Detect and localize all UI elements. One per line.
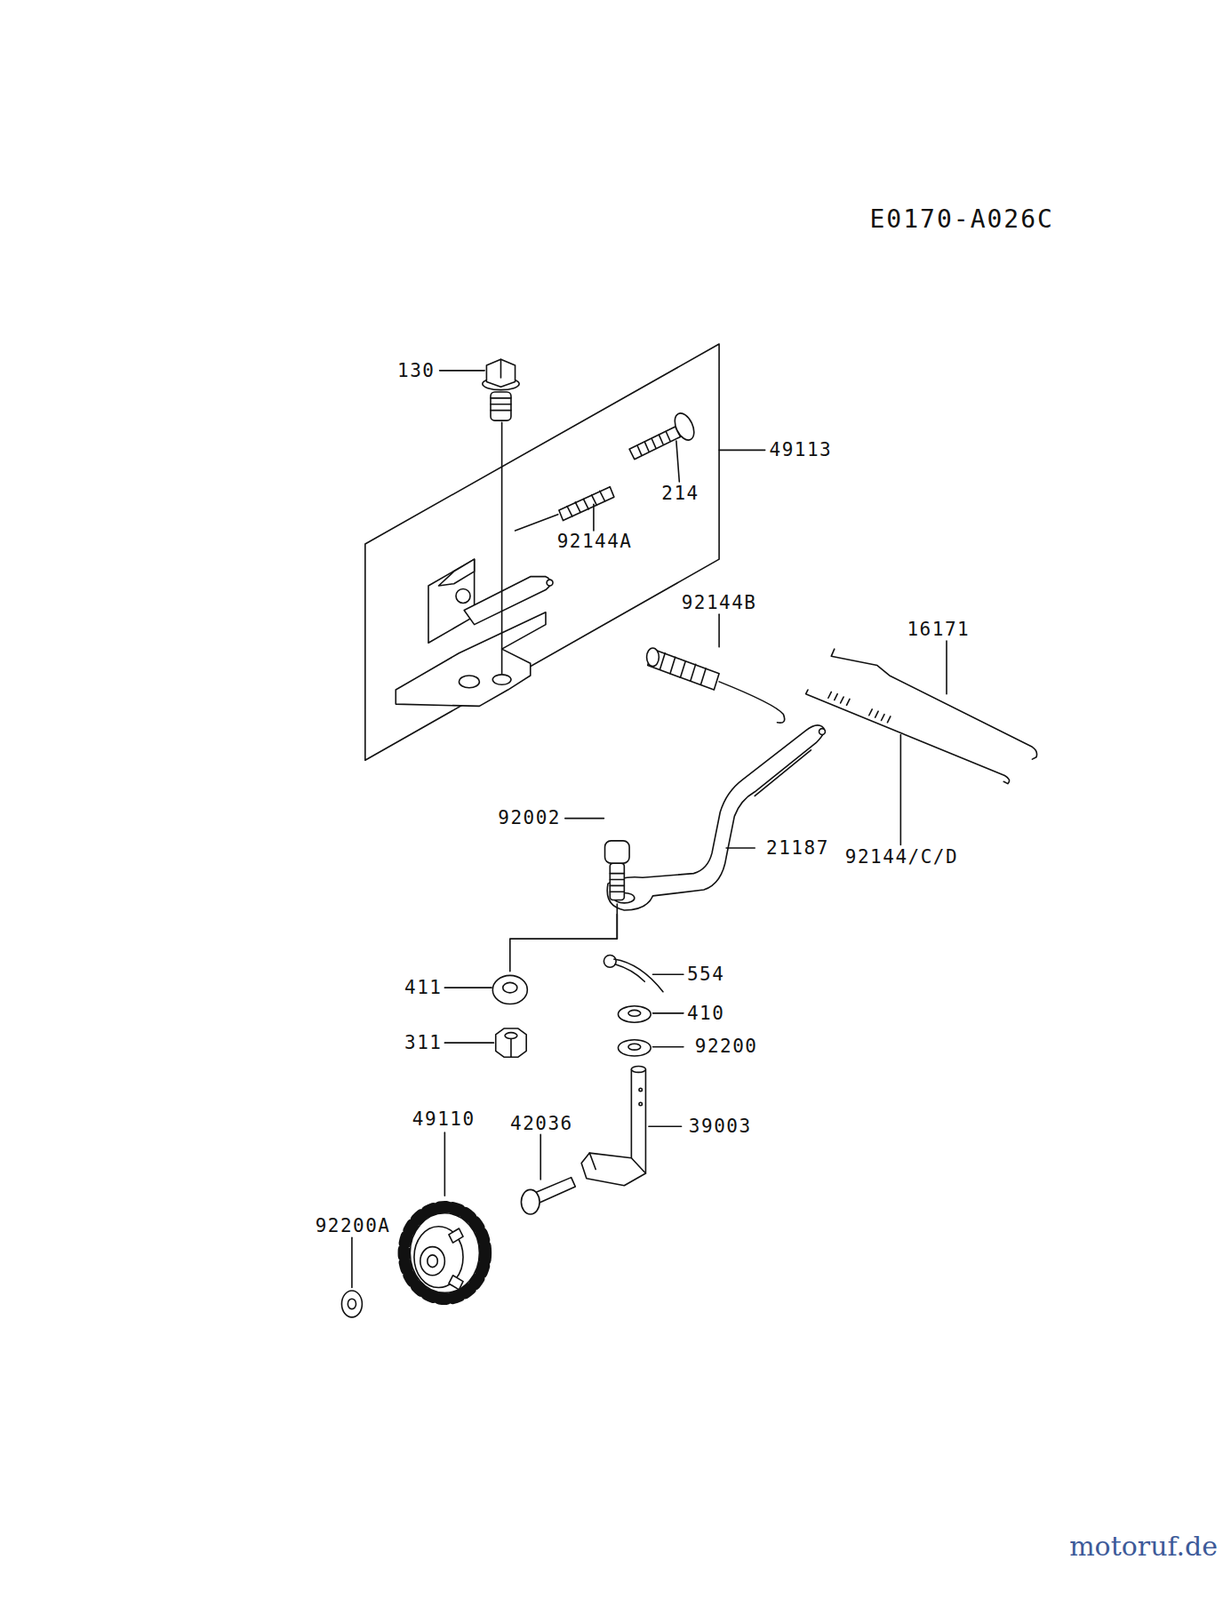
leader-line bbox=[676, 440, 680, 482]
assembly-line bbox=[510, 914, 618, 972]
leader-line bbox=[444, 986, 492, 989]
diagram-code: E0170-A026C bbox=[869, 207, 1054, 232]
governor-shaft bbox=[581, 1066, 646, 1186]
callout-number: 410 bbox=[687, 1003, 725, 1023]
callout-number: 92200 bbox=[695, 1037, 759, 1056]
callout-number: 214 bbox=[661, 484, 699, 504]
spring-rod bbox=[806, 689, 1010, 784]
spring bbox=[559, 487, 615, 521]
clamp-bolt bbox=[605, 840, 631, 901]
governor-lever bbox=[607, 725, 825, 911]
callout-number: 21187 bbox=[766, 838, 830, 857]
bolt bbox=[482, 359, 520, 421]
callout-number: 92200A bbox=[315, 1216, 392, 1236]
leader-line bbox=[719, 449, 766, 452]
leader-line bbox=[439, 369, 485, 372]
assembly-line bbox=[501, 422, 504, 673]
spring bbox=[647, 647, 785, 723]
callout-number: 92002 bbox=[497, 808, 561, 828]
leader-line bbox=[652, 973, 683, 976]
washer bbox=[492, 975, 528, 1004]
leader-line bbox=[652, 1046, 683, 1048]
assembly-line bbox=[515, 514, 559, 531]
sleeve-pin bbox=[520, 1177, 576, 1215]
leader-line bbox=[565, 817, 605, 820]
governor-bracket bbox=[395, 559, 553, 706]
governor-rod bbox=[831, 648, 1037, 760]
callout-number: 92144B bbox=[681, 593, 758, 613]
callout-number: 92144/C/D bbox=[845, 847, 959, 867]
leader-line bbox=[351, 1237, 353, 1287]
callout-number: 49110 bbox=[412, 1109, 476, 1128]
washer bbox=[341, 1290, 362, 1318]
washer bbox=[617, 1039, 651, 1056]
leader-line bbox=[444, 1041, 494, 1044]
callout-number: 311 bbox=[404, 1032, 442, 1052]
governor-gear bbox=[403, 1207, 486, 1299]
leader-line bbox=[648, 1125, 682, 1128]
callout-number: 130 bbox=[397, 360, 435, 380]
leader-line bbox=[539, 1134, 542, 1179]
callout-number: 554 bbox=[687, 964, 725, 984]
group-frame bbox=[365, 343, 720, 760]
callout-number: 411 bbox=[404, 977, 442, 997]
watermark: motoruf.de bbox=[1069, 1533, 1218, 1560]
callout-number: 49113 bbox=[769, 440, 833, 460]
leader-line bbox=[444, 1132, 447, 1196]
leader-line bbox=[592, 503, 595, 531]
adjusting-screw bbox=[629, 410, 698, 460]
leader-line bbox=[945, 640, 948, 695]
cotter-pin bbox=[603, 954, 664, 992]
leader-line bbox=[900, 735, 903, 846]
leader-line bbox=[718, 614, 720, 648]
leader-line bbox=[726, 847, 755, 849]
washer bbox=[617, 1006, 651, 1023]
callout-number: 42036 bbox=[510, 1113, 574, 1133]
callout-number: 92144A bbox=[557, 532, 633, 552]
callout-number: 16171 bbox=[906, 620, 970, 640]
nut bbox=[495, 1028, 527, 1057]
callout-number: 39003 bbox=[688, 1116, 752, 1136]
leader-line bbox=[652, 1012, 683, 1015]
